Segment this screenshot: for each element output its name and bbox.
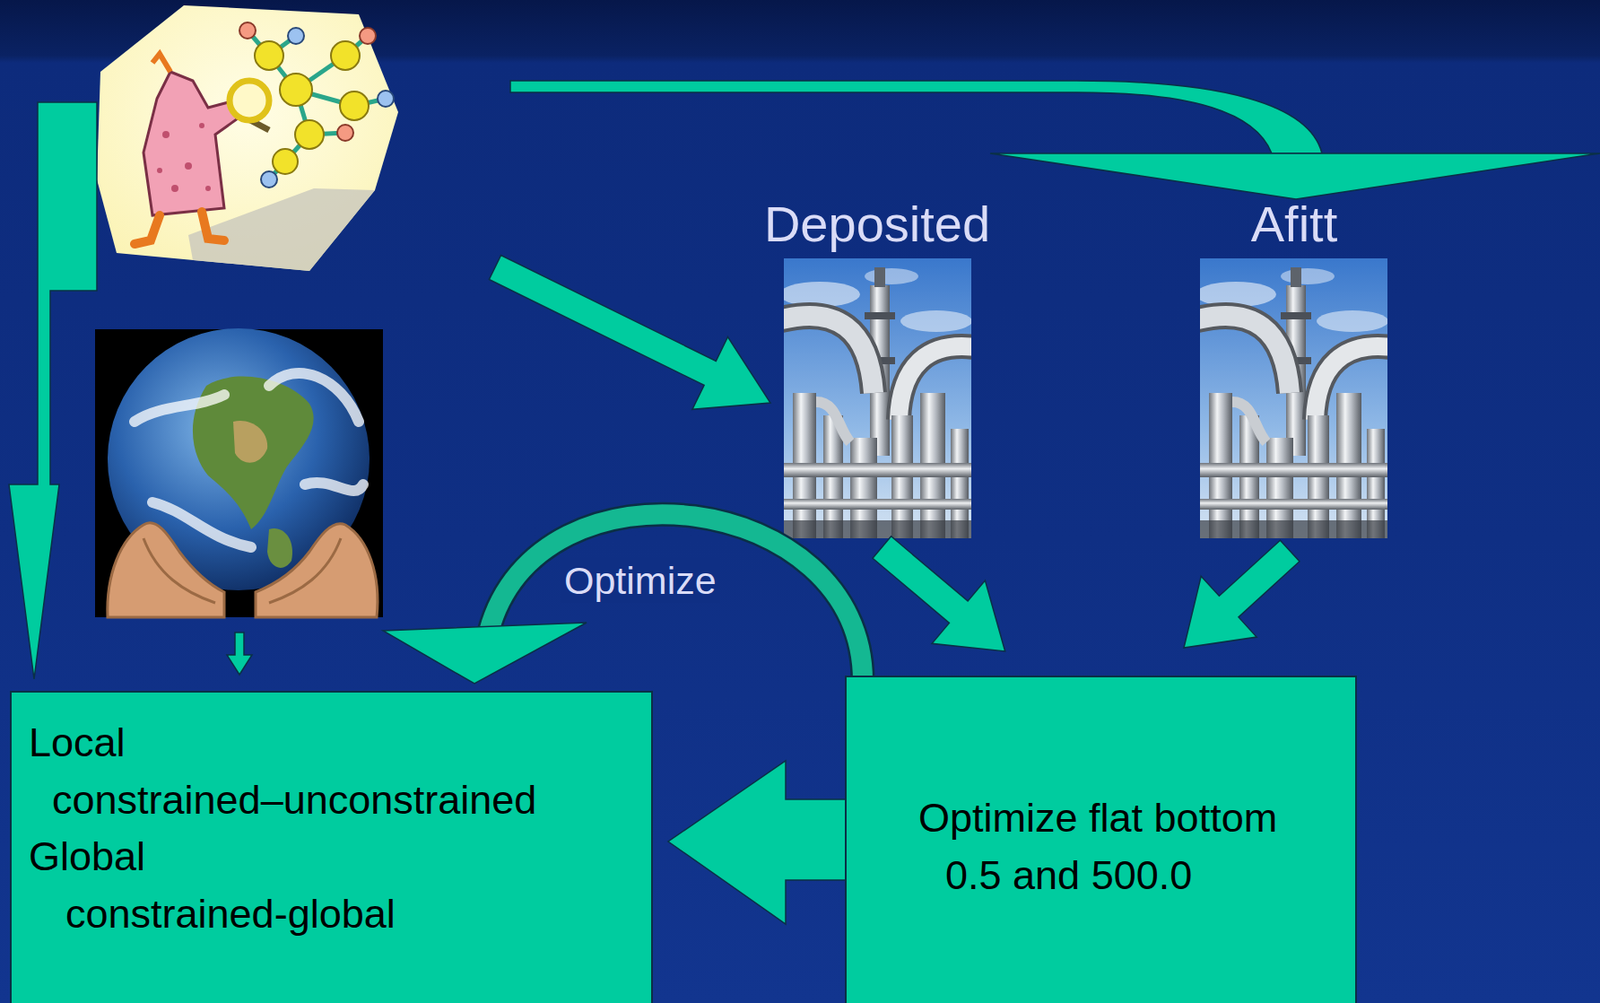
box-text: constrained–unconstrained (52, 774, 537, 826)
scientist-clipart (152, 53, 171, 72)
scientist-clipart (156, 167, 163, 174)
connector-arrow (382, 622, 587, 684)
scientist-clipart (205, 185, 211, 192)
connector-arrow (1183, 539, 1300, 648)
scientist-clipart (330, 41, 360, 70)
scientist-clipart (134, 211, 225, 244)
scientist-clipart (377, 90, 394, 107)
scientist-clipart (337, 124, 354, 141)
photo-node: Afitt (1200, 195, 1389, 539)
flow-arrow (488, 255, 771, 410)
process-box: Local constrained–unconstrainedGlobal cons… (9, 690, 653, 1003)
scientist-clipart (143, 71, 241, 216)
scientist-clipart (260, 171, 278, 188)
scientist-clipart (171, 184, 179, 192)
connector-arrow (872, 536, 1006, 652)
earth-in-hands-photo (255, 523, 378, 618)
scientist-clipart (247, 30, 386, 180)
earth-in-hands-photo (107, 522, 225, 618)
photo-heading: Afitt (1200, 195, 1389, 253)
flow-arrow (510, 80, 1322, 154)
box-text: Optimize flat bottom (918, 792, 1278, 844)
scientist-clipart (96, 5, 399, 271)
earth-in-hands-photo (143, 538, 341, 603)
process-box: Optimize flat bottom 0.5 and 500.0 (844, 675, 1357, 1003)
flow-arrow (226, 632, 253, 675)
photo-heading: Deposited (758, 195, 996, 253)
connector-arrow (488, 513, 863, 681)
scientist-clipart (272, 148, 298, 174)
earth-in-hands-photo (233, 420, 268, 463)
scientist-clipart (279, 73, 313, 106)
scientist-clipart (229, 80, 270, 121)
refinery-photo (1191, 258, 1398, 539)
connector-arrow (1183, 539, 1300, 648)
connector-arrow (488, 513, 863, 681)
box-text: Global (28, 831, 146, 882)
connector-arrow (382, 513, 863, 684)
earth-in-hands-photo (267, 528, 293, 568)
scientist-clipart (295, 120, 324, 149)
scientist-clipart (287, 27, 305, 44)
refinery-photo (774, 258, 982, 539)
flow-arrow (8, 80, 1600, 679)
earth-in-hands-photo (95, 328, 383, 618)
flow-arrow (8, 102, 97, 679)
scientist-clipart (339, 91, 369, 121)
earth-in-hands-photo (95, 329, 383, 618)
earth-in-hands-photo (134, 373, 364, 548)
photo-node: Deposited (758, 195, 996, 539)
box-text: Local (28, 717, 126, 768)
connector-arrow (668, 760, 847, 924)
flow-arrow (990, 153, 1600, 200)
scientist-clipart (199, 122, 205, 129)
scientist-clipart (162, 130, 170, 139)
connector-label: Optimize (560, 557, 721, 603)
connector-arrow (872, 536, 1006, 652)
scientist-clipart (184, 162, 192, 170)
connector-arrow (668, 760, 847, 924)
scientist-clipart (96, 5, 399, 271)
box-text: 0.5 and 500.0 (945, 850, 1192, 901)
scientist-clipart (254, 41, 284, 70)
box-text: constrained-global (65, 888, 396, 940)
scientist-clipart (359, 27, 376, 44)
scientist-clipart (239, 22, 256, 39)
